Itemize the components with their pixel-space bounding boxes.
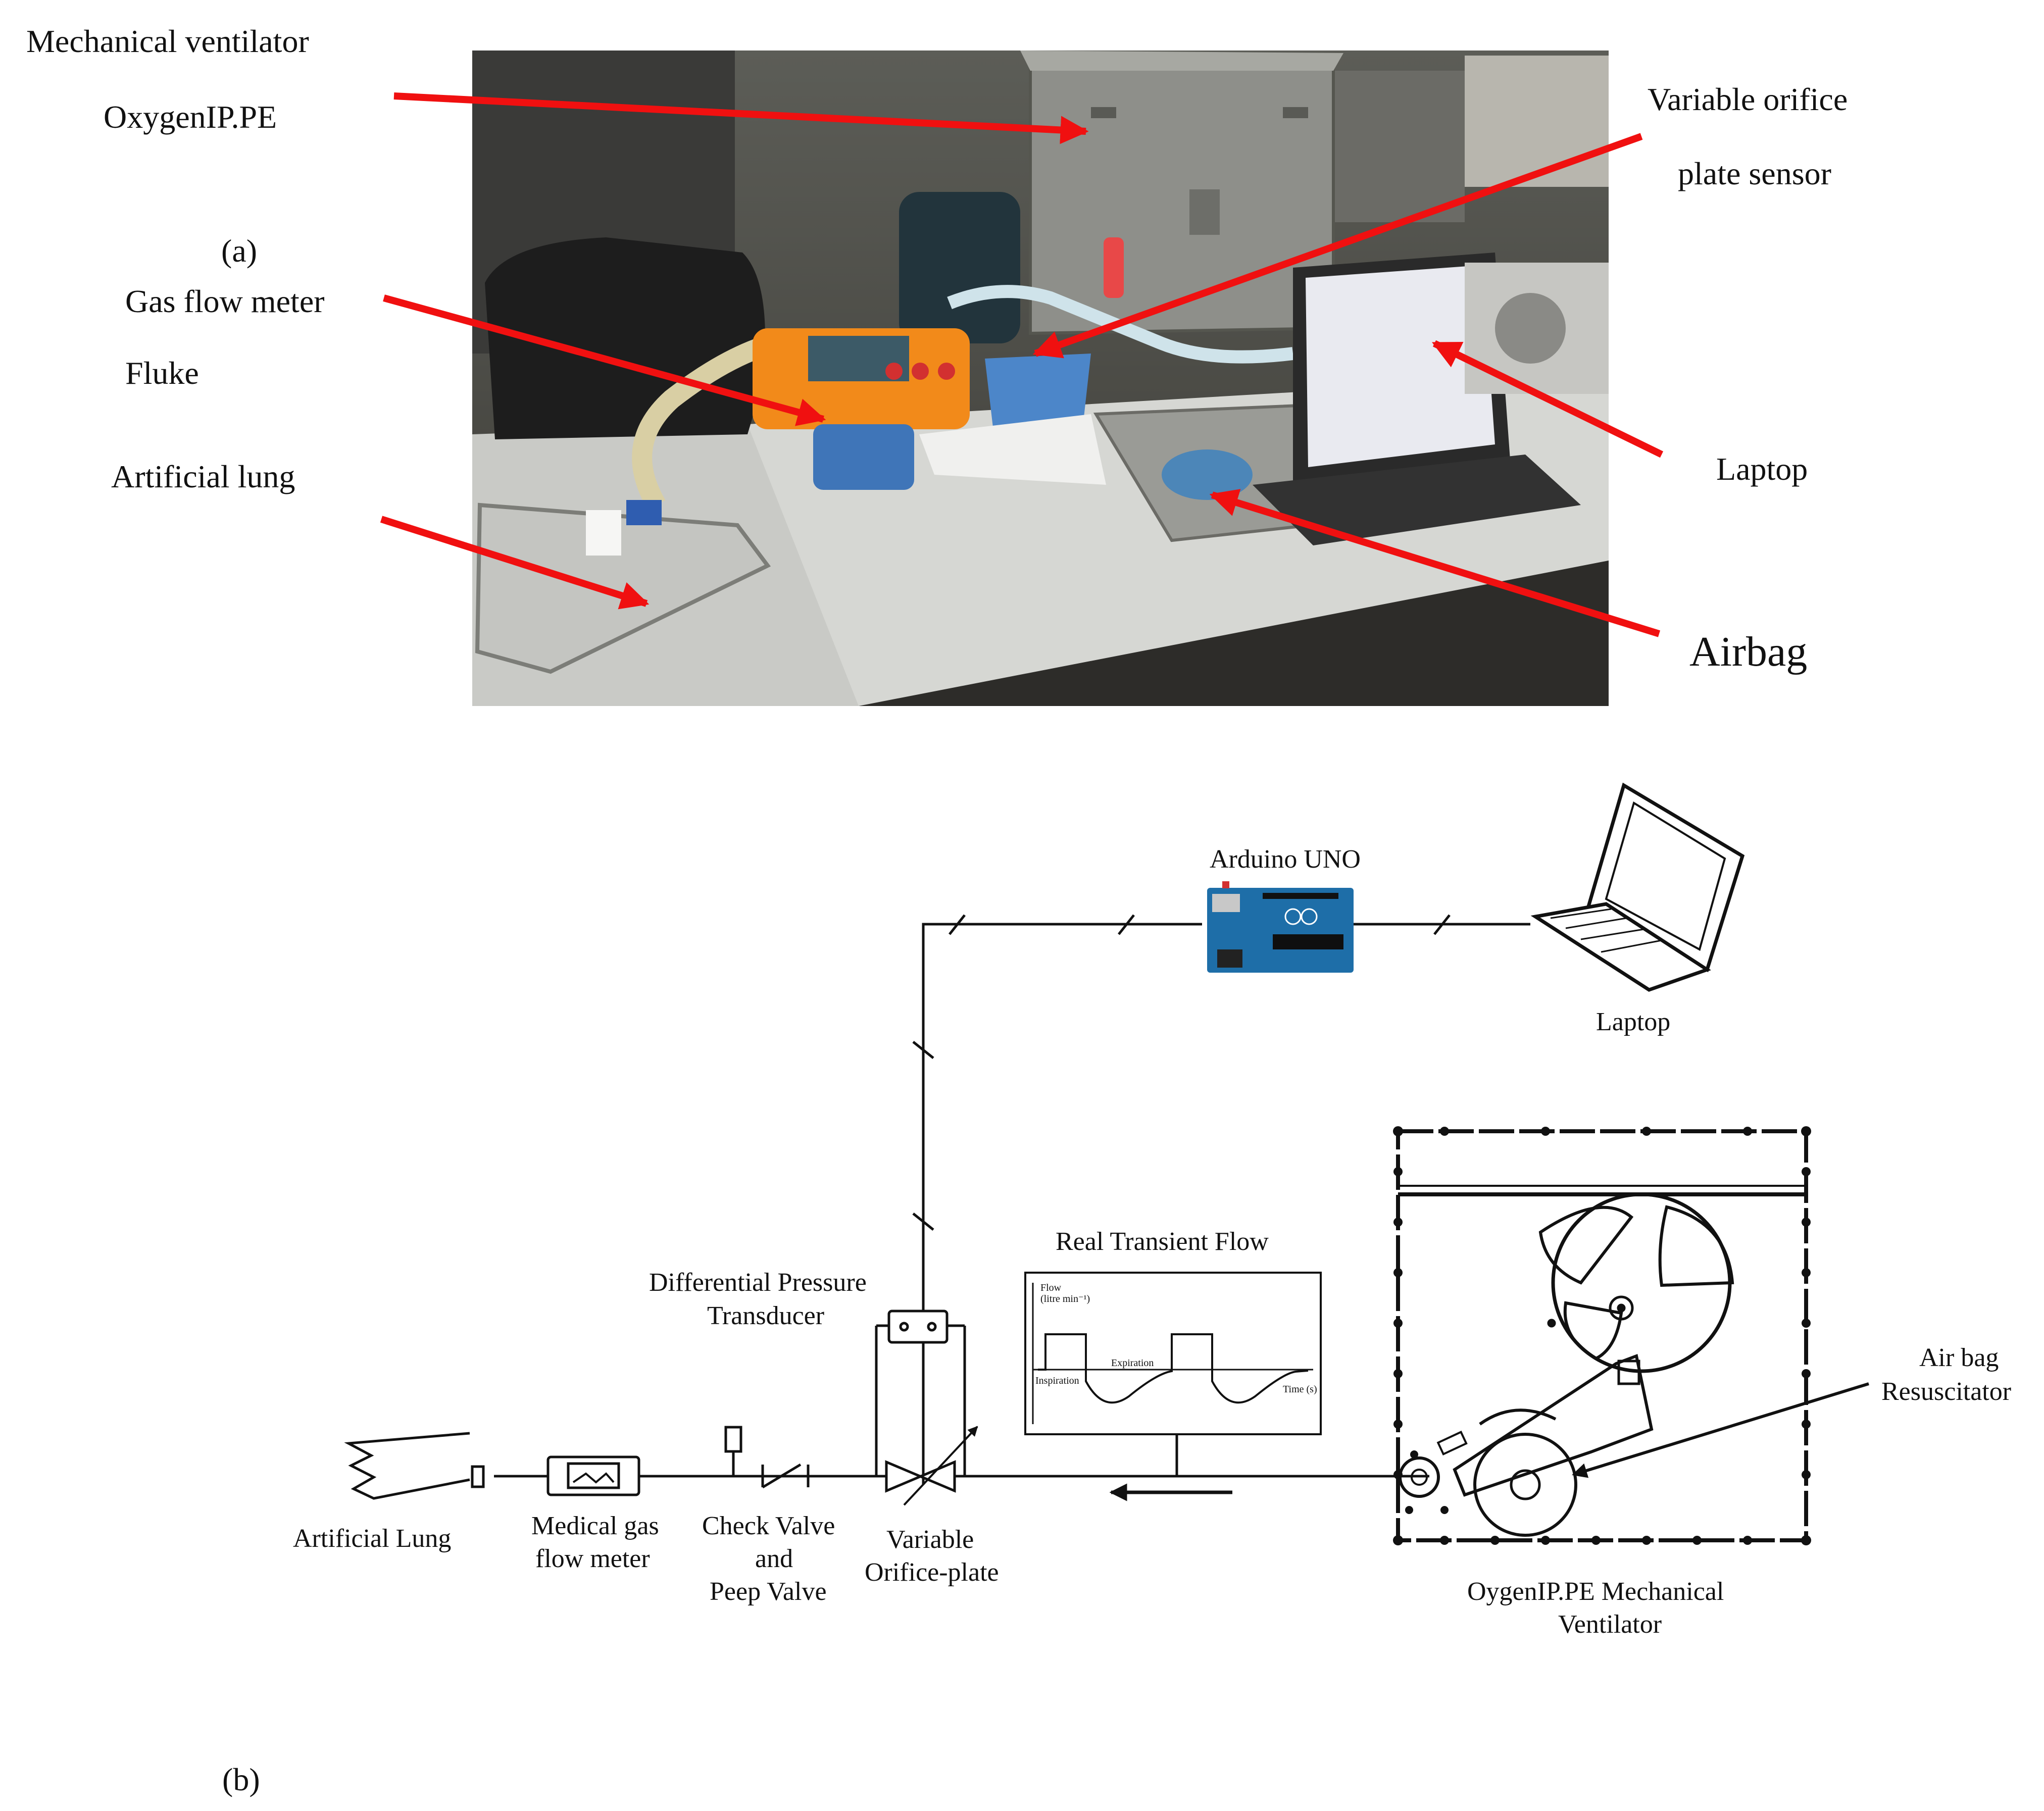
- arrow-ventilator: [393, 92, 1089, 144]
- panel-a-label: (a): [221, 233, 257, 269]
- flow-graph-expiration-label: Expiration: [1111, 1357, 1154, 1369]
- panel-a-arrows: [380, 92, 1664, 637]
- arrow-laptop: [1431, 340, 1664, 458]
- airbag-arrow: [1572, 1382, 1869, 1478]
- laptop-label: Laptop: [1716, 451, 1808, 487]
- flow-waveform: [1038, 1333, 1309, 1404]
- lung-label: Artificial lung: [111, 459, 295, 494]
- orifice-label-line2: Orifice-plate: [865, 1558, 999, 1587]
- orifice-label-line1: Variable: [886, 1525, 974, 1554]
- ventilator-label-line1: Mechanical ventilator: [26, 23, 309, 59]
- medical-flowmeter-symbol: [546, 1455, 640, 1496]
- ventilator-frame: [1393, 1126, 1811, 1545]
- laptop-icon: [1530, 782, 1745, 992]
- ventilator-label-line2: OxygenIP.PE: [104, 99, 277, 135]
- laptop-photo: [1253, 253, 1581, 545]
- transducer-label-line2: Transducer: [707, 1301, 824, 1330]
- medical-flowmeter-label-line1: Medical gas: [531, 1512, 659, 1540]
- airbag-label: Airbag: [1689, 628, 1807, 675]
- panel-b-label: (b): [222, 1762, 260, 1797]
- medical-flowmeter-label-line2: flow meter: [535, 1544, 650, 1573]
- variable-orifice-symbol: [885, 1426, 978, 1506]
- artificial-lung-label: Artificial Lung: [293, 1524, 451, 1553]
- ventilator-label-line1: OygenIP.PE Mechanical: [1467, 1577, 1724, 1606]
- lung-connector: [471, 1465, 485, 1488]
- airbag-label-line2: Resuscitator: [1881, 1377, 2011, 1406]
- transducer-label-line1: Differential Pressure: [649, 1268, 867, 1297]
- airbag-label-line1: Air bag: [1919, 1343, 1999, 1372]
- arduino-label: Arduino UNO: [1210, 845, 1361, 874]
- flow-graph-title: Real Transient Flow: [1056, 1227, 1269, 1256]
- check-valve-symbol: [724, 1426, 810, 1489]
- panel-b-diagram: [344, 782, 1869, 1545]
- check-valve-label-line2: and: [755, 1544, 793, 1573]
- panel-a-photo: [472, 51, 1609, 706]
- flow-graph-x-label: Time (s): [1283, 1384, 1317, 1395]
- ventilator-label-line2: Ventilator: [1558, 1610, 1662, 1639]
- orifice-label-line2: plate sensor: [1678, 156, 1831, 191]
- arrow-lung: [380, 516, 650, 610]
- pressure-transducer-symbol: [875, 1310, 966, 1476]
- signal-wire: [922, 923, 1202, 1485]
- panel-a-labels: Mechanical ventilator OxygenIP.PE (a) Ga…: [26, 23, 1848, 675]
- arrow-orifice: [1032, 133, 1643, 359]
- arduino-board: [1207, 881, 1354, 973]
- panel-b-labels: Arduino UNO Laptop Differential Pressure…: [222, 845, 2011, 1797]
- orifice-label-line1: Variable orifice: [1648, 81, 1848, 117]
- check-valve-label-line3: Peep Valve: [710, 1577, 827, 1606]
- flow-graph-y-label-line2: (litre min⁻¹): [1040, 1293, 1090, 1304]
- flowmeter-label-line2: Fluke: [125, 355, 199, 391]
- arrow-airbag: [1209, 489, 1661, 637]
- laptop-icon-label: Laptop: [1596, 1008, 1670, 1036]
- flow-graph-inspiration-label: Inspiration: [1035, 1375, 1079, 1386]
- artificial-lung-symbol: [344, 1432, 470, 1500]
- flowmeter-label-line1: Gas flow meter: [125, 283, 325, 319]
- arrow-flowmeter: [383, 294, 826, 426]
- check-valve-label-line1: Check Valve: [702, 1512, 835, 1540]
- flow-graph-y-label-line1: Flow: [1040, 1282, 1062, 1293]
- flow-graph: [1024, 1272, 1322, 1476]
